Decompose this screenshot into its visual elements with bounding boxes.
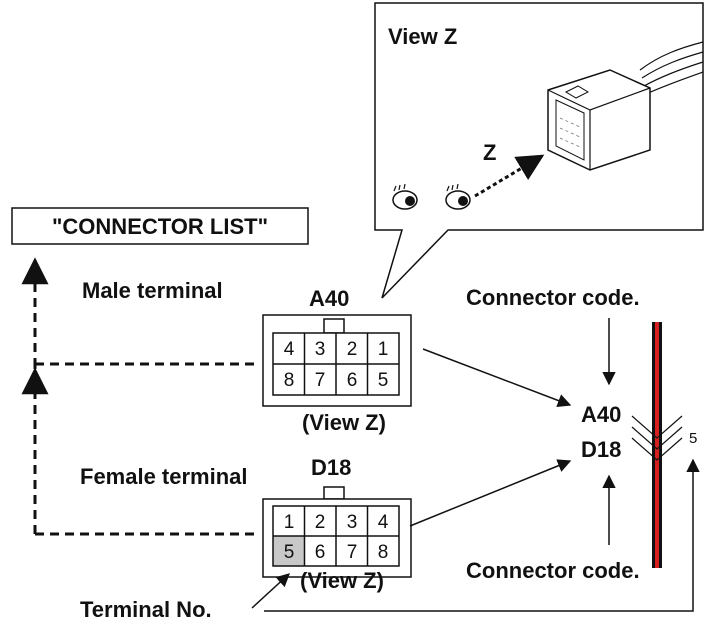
female-pin-label: 1 <box>284 512 295 533</box>
connector-illustration <box>547 41 704 171</box>
code-a-label: A40 <box>581 402 621 427</box>
male-connector-code: A40 <box>309 286 349 311</box>
male-pin-label: 7 <box>315 370 326 391</box>
male-pin-label: 1 <box>378 339 389 360</box>
male-pin-label: 5 <box>378 370 389 391</box>
male-pin-label: 8 <box>284 370 295 391</box>
terminal-number: 5 <box>689 430 697 447</box>
male-to-code-arrow <box>422 348 572 407</box>
connector-list-leaders <box>21 257 255 536</box>
connector-code-top-label: Connector code. <box>466 285 640 310</box>
code-b-label: D18 <box>581 437 621 462</box>
view-z-callout: View Z Z <box>374 2 704 299</box>
female-pin-label: 7 <box>347 542 358 563</box>
view-z-arrow <box>474 154 545 198</box>
eye-icon <box>392 183 418 210</box>
connector-list-label: "CONNECTOR LIST" <box>52 214 268 239</box>
female-to-code-arrow <box>409 459 572 527</box>
wire-harness <box>631 322 683 568</box>
female-pin-label: 6 <box>315 542 326 563</box>
female-connector-latch <box>323 486 345 500</box>
female-pin-label: 3 <box>347 512 358 533</box>
male-terminal-group: Male terminal A40 4 3 2 1 8 7 6 5 (View … <box>82 278 412 435</box>
female-pin-label: 4 <box>378 512 389 533</box>
connector-list-box: "CONNECTOR LIST" <box>11 207 309 245</box>
female-connector-code: D18 <box>311 455 351 480</box>
male-view-label: (View Z) <box>302 410 386 435</box>
connector-code-bottom-label: Connector code. <box>466 558 640 583</box>
female-view-label: (View Z) <box>300 568 384 593</box>
highlighted-terminal-cell <box>273 536 304 566</box>
male-pin-label: 6 <box>347 370 358 391</box>
male-pin-label: 4 <box>284 339 295 360</box>
eye-icon <box>445 183 471 210</box>
male-terminal-heading: Male terminal <box>82 278 223 303</box>
male-connector-latch <box>323 318 345 334</box>
female-pin-label: 8 <box>378 542 389 563</box>
female-terminal-group: Female terminal D18 1 2 3 4 5 6 7 8 (Vie… <box>80 455 412 593</box>
female-pin-label: 2 <box>315 512 326 533</box>
female-terminal-heading: Female terminal <box>80 464 248 489</box>
view-z-arrow-label: Z <box>483 140 496 165</box>
female-pin-label: 5 <box>284 542 295 563</box>
male-pin-label: 2 <box>347 339 358 360</box>
connector-code-block: Connector code. A40 D18 Connector code. <box>466 285 640 583</box>
view-z-title: View Z <box>388 24 457 49</box>
terminal-no-group: Terminal No. <box>80 458 700 622</box>
male-pin-label: 3 <box>315 339 326 360</box>
terminal-no-label: Terminal No. <box>80 597 212 622</box>
